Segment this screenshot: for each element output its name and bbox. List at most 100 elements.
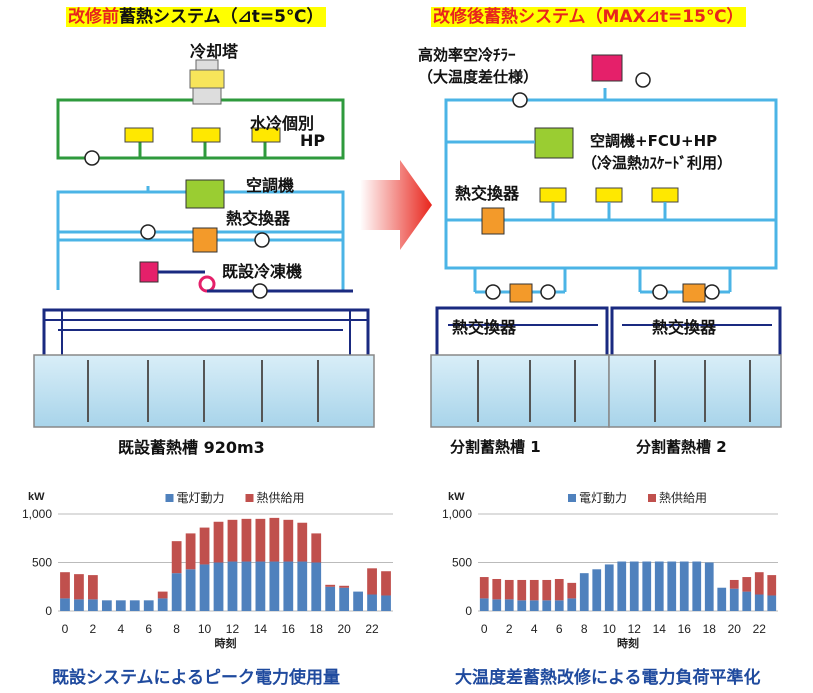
bar-power (679, 561, 689, 611)
bar-heat (241, 518, 252, 562)
x-tick-label: 0 (481, 622, 488, 636)
bar-power (642, 561, 652, 611)
x-tick-label: 4 (117, 622, 124, 636)
tank-1-label: 分割蓄熱槽 1 (450, 438, 541, 456)
legend-swatch (165, 494, 174, 502)
bar-heat (325, 584, 336, 587)
bar-heat (269, 517, 280, 562)
x-tick-label: 2 (506, 622, 513, 636)
y-tick-label: 1,000 (22, 507, 52, 521)
ahu-fcu-label-1: 空調機+FCU+HP (590, 132, 718, 150)
chiller-label-2: （大温度差仕様） (418, 68, 539, 86)
bar-power (729, 588, 739, 611)
bar-power (297, 561, 308, 611)
x-tick-label: 8 (581, 622, 588, 636)
after-title: 改修後蓄熱システム（MAX⊿t=15℃） (431, 6, 746, 28)
bar-power (754, 594, 764, 611)
fcu-unit-icon (651, 187, 679, 203)
bar-heat (504, 579, 514, 600)
storage-tank-2-icon (608, 354, 782, 428)
bar-heat (283, 519, 294, 562)
bar-power (504, 599, 514, 611)
bar-power (171, 573, 182, 611)
heat-exchanger-icon (192, 227, 218, 253)
bar-heat (88, 575, 98, 600)
bar-power (704, 562, 714, 611)
bar-heat (554, 578, 564, 601)
chiller-label-1: 高効率空冷ﾁﾗｰ (418, 46, 516, 64)
pump-icon (140, 224, 156, 240)
storage-tank-1-icon (430, 354, 610, 428)
before-title: 改修前蓄熱システム（⊿t=5℃） (66, 6, 326, 28)
pump-icon (652, 284, 668, 300)
caption-after: 大温度差蓄熱改修による電力負荷平準化 (455, 668, 761, 688)
x-axis-label: 時刻 (617, 636, 639, 650)
bar-power (157, 598, 168, 611)
x-tick-label: 18 (703, 622, 717, 636)
bar-power (567, 598, 577, 611)
bar-power (143, 600, 154, 611)
bar-power (479, 598, 489, 611)
bar-heat (185, 533, 196, 570)
x-tick-label: 12 (226, 622, 240, 636)
bar-heat (297, 522, 308, 562)
bar-power (629, 561, 639, 611)
x-tick-label: 22 (753, 622, 767, 636)
x-tick-label: 6 (145, 622, 152, 636)
bar-power (60, 598, 70, 611)
bar-heat (339, 585, 350, 588)
bar-power (101, 600, 112, 611)
bar-power (742, 591, 752, 611)
bar-heat (367, 568, 377, 595)
bar-heat (567, 582, 577, 599)
bar-power (692, 561, 702, 611)
x-tick-label: 4 (531, 622, 538, 636)
legend-label: 熱供給用 (257, 491, 305, 505)
ahu-icon (185, 179, 225, 209)
bar-power (115, 600, 126, 611)
bar-power (654, 561, 664, 611)
bar-heat (171, 541, 182, 574)
unit-label: kW (448, 491, 465, 503)
bar-power (367, 594, 377, 611)
x-tick-label: 2 (90, 622, 97, 636)
legend-label: 熱供給用 (659, 491, 707, 505)
bar-heat (517, 579, 527, 601)
fcu-unit-icon (539, 187, 567, 203)
pump-icon (540, 284, 556, 300)
legend-label: 電灯動力 (579, 491, 627, 505)
bar-heat (213, 521, 224, 563)
bar-heat (754, 572, 764, 595)
y-tick-label: 500 (32, 556, 52, 570)
pump-icon (252, 283, 268, 299)
pump-icon (485, 284, 501, 300)
x-tick-label: 20 (337, 622, 351, 636)
bar-power (129, 600, 140, 611)
pump-icon (254, 232, 270, 248)
before-title-prefix: 改修前 (68, 7, 119, 27)
water-hp-unit-icon (191, 127, 221, 143)
bar-power (269, 561, 280, 611)
bar-heat (74, 574, 84, 600)
cooling-tower-icon (189, 59, 225, 105)
bar-heat (227, 519, 238, 562)
bar-power (554, 600, 564, 611)
after-title-suffix: 蓄熱システム（MAX⊿t=15℃） (484, 7, 744, 27)
x-tick-label: 14 (254, 622, 268, 636)
x-tick-label: 14 (653, 622, 667, 636)
bar-heat (311, 533, 322, 563)
heat-exchanger-label: 熱交換器 (226, 209, 291, 228)
pump-icon (512, 92, 528, 108)
bar-power (767, 595, 777, 611)
hx-left-label: 熱交換器 (452, 318, 517, 337)
bar-heat (492, 578, 502, 600)
cooling-tower-label: 冷却塔 (190, 42, 239, 61)
heat-exchanger-label: 熱交換器 (455, 184, 520, 203)
pump-icon (704, 284, 720, 300)
bar-power (542, 600, 552, 611)
tank-label: 既設蓄熱槽 920m3 (118, 438, 265, 457)
bar-heat (767, 575, 777, 596)
ahu-fcu-label-2: （冷温熱ｶｽｹｰﾄﾞ利用） (582, 154, 733, 172)
